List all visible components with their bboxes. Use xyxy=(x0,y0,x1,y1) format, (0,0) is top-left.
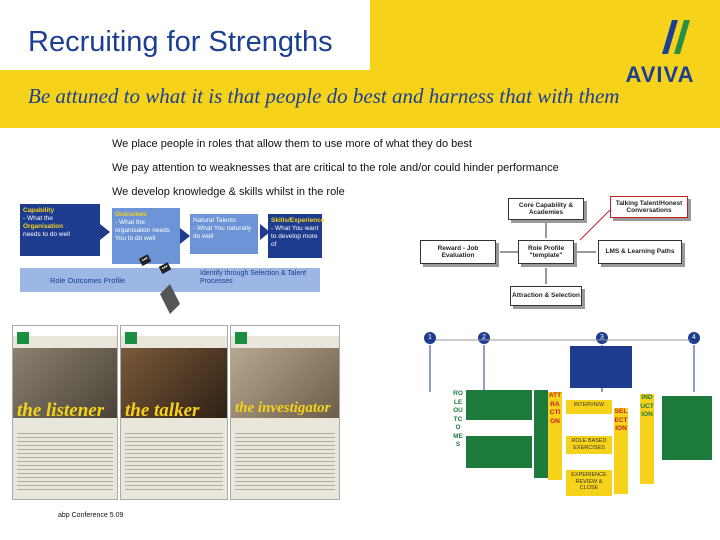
experience-review-box: EXPERIENCE REVIEW & CLOSE xyxy=(566,470,612,496)
aviva-logo: AVIVA xyxy=(612,18,708,98)
strengths-diagram: Capability - What the Organisation needs… xyxy=(20,204,324,322)
reward-box: Reward - Job Evaluation xyxy=(420,240,496,264)
interview-box: INTERVIEW xyxy=(566,400,612,414)
brochure-photo xyxy=(13,348,117,418)
step-2-badge: 2 xyxy=(478,332,490,344)
talking-talent-box: Talking Talent/Honest Conversations xyxy=(610,196,688,218)
skills-box: Skills/Experience - What You want to dev… xyxy=(268,214,324,258)
flow-note-box xyxy=(662,396,712,460)
brochure-talker: the talker xyxy=(120,325,228,500)
brochure-title: the investigator xyxy=(235,400,331,416)
diagram-arrows xyxy=(20,224,320,314)
step-3-badge: 3 xyxy=(596,332,608,344)
role-profile-label: Role Outcomes Profile xyxy=(50,276,126,285)
step-4-badge: 4 xyxy=(688,332,700,344)
flow-summary-box xyxy=(570,346,632,388)
core-capability-box: Core Capability & Academies xyxy=(508,198,584,220)
talents-box: Natural Talents - What You naturally do … xyxy=(190,214,258,254)
bullet-point: We pay attention to weaknesses that are … xyxy=(112,162,559,174)
attraction-column: ATTRACTION xyxy=(548,392,562,480)
logo-text: AVIVA xyxy=(625,62,695,87)
brochure-investigator: the investigator xyxy=(230,325,340,500)
brochure-photo xyxy=(121,348,227,418)
template-box: Role Profile "template" xyxy=(518,240,574,264)
lms-box: LMS & Learning Paths xyxy=(598,240,682,264)
brochure-photo xyxy=(231,348,339,418)
induction-column: INDUCTION xyxy=(640,394,654,484)
brochure-title: the listener xyxy=(17,400,105,421)
brochure-listener: the listener xyxy=(12,325,118,500)
slide-title: Recruiting for Strengths xyxy=(28,26,333,58)
flow-note-box xyxy=(466,436,532,468)
step-1-badge: 1 xyxy=(424,332,436,344)
bullet-point: We place people in roles that allow them… xyxy=(112,138,472,150)
bullet-point: We develop knowledge & skills whilst in … xyxy=(112,186,345,198)
brochure-title: the talker xyxy=(125,400,200,421)
slide-subtitle: Be attuned to what it is that people do … xyxy=(28,84,620,108)
brochure-logo-icon xyxy=(125,332,137,344)
identify-label: Identify through Selection & Talent Proc… xyxy=(200,270,307,285)
capability-box: Capability - What the Organisation needs… xyxy=(20,204,100,256)
flow-bar xyxy=(534,390,548,478)
footer-note: abp Conference 5.09 xyxy=(58,512,124,519)
logo-mark-icon xyxy=(662,20,690,54)
selection-column: SELECTION xyxy=(614,408,628,494)
flow-note-box xyxy=(466,390,532,420)
brochure-logo-icon xyxy=(235,332,247,344)
title-panel xyxy=(0,0,370,70)
brochure-logo-icon xyxy=(17,332,29,344)
role-exercises-box: ROLE BASED EXERCISES xyxy=(566,436,612,454)
role-outcomes-column: ROLE OUTCOMES xyxy=(453,390,463,448)
attraction-selection-box: Attraction & Selection xyxy=(510,286,582,306)
